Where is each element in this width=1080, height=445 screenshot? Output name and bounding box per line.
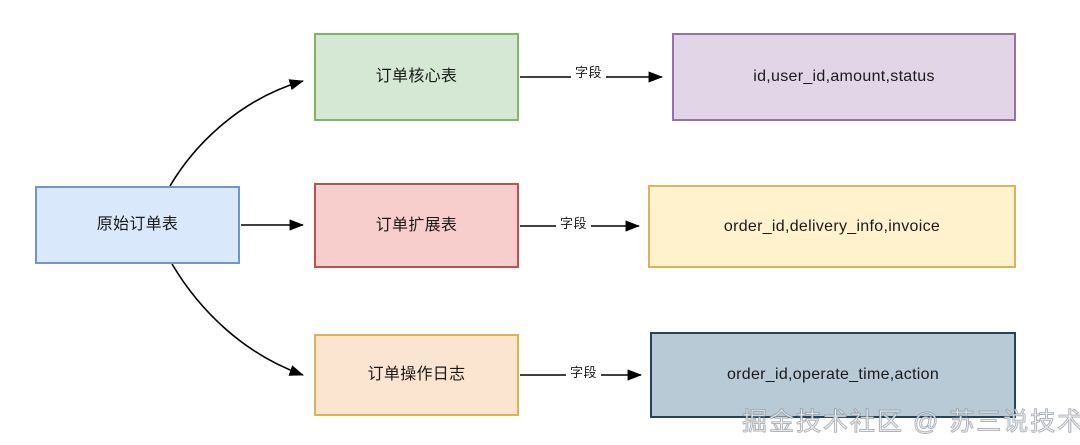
edge-source-to-core <box>169 79 304 187</box>
node-order-core-table[interactable]: 订单核心表 <box>314 33 519 121</box>
node-label: order_id,operate_time,action <box>726 366 940 384</box>
node-label: id,user_id,amount,status <box>753 68 935 86</box>
node-core-table-fields[interactable]: id,user_id,amount,status <box>672 33 1016 121</box>
node-original-order-table[interactable]: 原始订单表 <box>35 186 240 264</box>
node-extension-table-fields[interactable]: order_id,delivery_info,invoice <box>648 185 1016 268</box>
node-label: 原始订单表 <box>96 216 179 234</box>
node-order-extension-table[interactable]: 订单扩展表 <box>314 183 519 268</box>
edge-source-to-log <box>171 263 304 376</box>
node-operation-log-fields[interactable]: order_id,operate_time,action <box>650 332 1016 418</box>
edge-label-log-fields: 字段 <box>566 362 602 381</box>
edge-label-extension-fields: 字段 <box>556 213 592 232</box>
edge-label-core-fields: 字段 <box>571 62 607 81</box>
node-label: 订单操作日志 <box>367 366 466 384</box>
node-label: order_id,delivery_info,invoice <box>723 217 941 235</box>
node-label: 订单扩展表 <box>375 216 458 234</box>
node-order-operation-log[interactable]: 订单操作日志 <box>314 334 519 416</box>
node-label: 订单核心表 <box>375 68 458 86</box>
